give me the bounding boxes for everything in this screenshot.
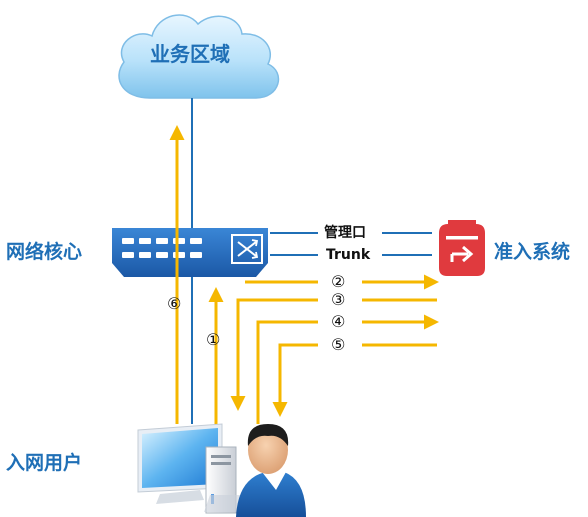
step-6-label: ⑥ [167, 294, 182, 313]
step-3-label: ③ [331, 290, 346, 309]
flow-arrows [169, 125, 439, 424]
step-2-label: ② [331, 272, 346, 291]
cloud-label: 业务区域 [150, 42, 230, 66]
mgmt-port-label: 管理口 [324, 225, 366, 241]
trunk-port-label: Trunk [326, 247, 371, 263]
arrow-step-4 [256, 320, 318, 424]
step-1-label: ① [206, 330, 221, 349]
access-user-label: 入网用户 [6, 452, 83, 474]
cloud-icon [118, 14, 280, 99]
step-5-label: ⑤ [331, 335, 346, 354]
step-4-label: ④ [331, 312, 346, 331]
network-core-label: 网络核心 [6, 241, 83, 263]
access-system-icon [439, 220, 485, 276]
switch-to-access-links [270, 232, 432, 256]
computer-icon [137, 423, 246, 514]
switch-icon [112, 228, 268, 277]
user-icon [236, 424, 306, 517]
access-system-label: 准入系统 [494, 241, 571, 263]
